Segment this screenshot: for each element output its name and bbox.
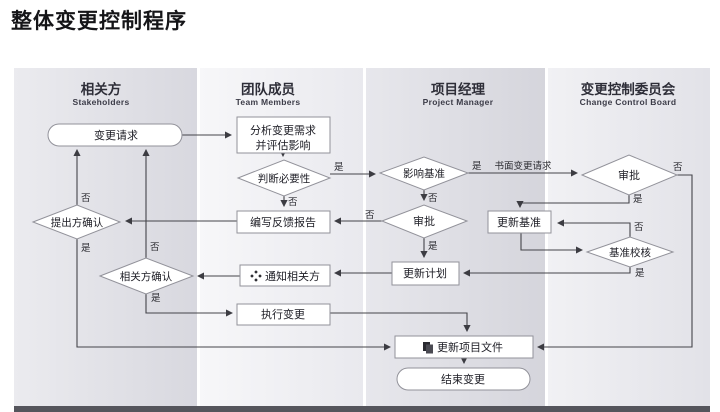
connector-update-baseline-to-check xyxy=(520,233,584,254)
process-notify-stakeholders xyxy=(239,264,331,287)
connector-execute-to-update-docs xyxy=(330,312,471,333)
edge-label-yes: 是 xyxy=(472,161,482,172)
connector-ccb-yes-to-update-baseline xyxy=(516,195,630,209)
connector-ccb-no-to-update-docs xyxy=(536,174,693,351)
process-execute-change xyxy=(236,303,331,326)
node-label: 审批 xyxy=(618,168,640,182)
lane-subtitle-project-manager: Project Manager xyxy=(423,97,494,107)
edge-label-yes: 是 xyxy=(334,162,344,173)
decision-impact-baseline xyxy=(378,156,470,191)
decision-stakeholder-confirm xyxy=(98,257,195,295)
node-end-change: 结束变更 xyxy=(396,367,531,391)
connector-check-yes-to-update-plan xyxy=(462,267,631,277)
edge-label-no: 否 xyxy=(428,193,438,204)
connector-proposer-yes-to-update-docs xyxy=(76,239,392,351)
node-label: 执行变更 xyxy=(261,307,305,321)
node-execute-change: 执行变更 xyxy=(236,303,331,326)
decision-ccb-approve xyxy=(580,154,679,196)
edge-label-written-change-request: 书面变更请求 xyxy=(494,160,552,172)
lane-subtitle-team-members: Team Members xyxy=(236,97,301,107)
node-baseline-check: 基准校核 xyxy=(585,236,675,268)
connector-stakeholder-yes-to-execute xyxy=(145,294,234,317)
edge-label-yes: 是 xyxy=(428,241,438,252)
edge-label-no: 否 xyxy=(365,210,375,221)
page-title: 整体变更控制程序 xyxy=(11,10,187,33)
decision-judge-necessity xyxy=(236,159,332,197)
node-label: 结束变更 xyxy=(441,372,485,386)
node-impact-baseline: 影响基准 xyxy=(378,156,470,191)
diagram-bottom-bar xyxy=(14,406,710,412)
node-change-request: 变更请求 xyxy=(47,123,183,147)
lane-subtitle-stakeholders: Stakeholders xyxy=(73,97,130,107)
terminator-end-change xyxy=(396,367,531,391)
lane-subtitle-ccb: Change Control Board xyxy=(580,97,677,107)
process-write-report xyxy=(236,210,331,234)
edge-label-yes: 是 xyxy=(633,194,643,205)
decision-pm-approve xyxy=(380,204,469,239)
documents-icon xyxy=(423,342,433,354)
terminator-change-request xyxy=(47,123,183,147)
node-label: 并评估影响 xyxy=(256,138,311,152)
decision-proposer-confirm xyxy=(31,204,122,240)
node-judge-necessity: 判断必要性 xyxy=(236,159,332,197)
edge-label-no: 否 xyxy=(81,193,91,204)
lane-title-project-manager: 项目经理 xyxy=(431,81,485,97)
lane-title-stakeholders: 相关方 xyxy=(81,81,122,97)
node-label: 更新计划 xyxy=(403,266,447,280)
node-label: 判断必要性 xyxy=(258,172,311,185)
node-ccb-approve: 审批 xyxy=(580,154,679,196)
edge-labels: 是 否 是 书面变更请求 否 否 是 是 否 否 是 否 是 否 是 xyxy=(81,160,683,304)
lane-title-ccb: 变更控制委员会 xyxy=(581,81,676,97)
four-diamonds-icon xyxy=(250,270,262,282)
edge-label-no: 否 xyxy=(288,197,298,208)
edge-label-no: 否 xyxy=(150,242,160,253)
node-update-plan: 更新计划 xyxy=(391,261,460,286)
process-analyze xyxy=(236,116,331,154)
node-proposer-confirm: 提出方确认 xyxy=(31,204,122,240)
swimlanes xyxy=(14,68,710,412)
edge-label-yes: 是 xyxy=(81,243,91,254)
process-update-baseline xyxy=(487,210,552,234)
node-label: 提出方确认 xyxy=(51,216,104,229)
edge-label-no: 否 xyxy=(634,222,644,233)
node-analyze: 分析变更需求 并评估影响 xyxy=(236,116,331,154)
lane-stakeholders xyxy=(14,68,197,406)
edge-label-no: 否 xyxy=(673,162,683,173)
node-label: 变更请求 xyxy=(94,128,138,142)
connector-check-no-to-update-baseline xyxy=(556,219,631,237)
node-label: 审批 xyxy=(413,214,435,228)
node-update-baseline: 更新基准 xyxy=(487,210,552,234)
node-label: 更新项目文件 xyxy=(437,340,503,354)
node-label: 分析变更需求 xyxy=(250,123,316,137)
edge-label-yes: 是 xyxy=(151,293,161,304)
node-label: 相关方确认 xyxy=(120,270,173,283)
node-label: 基准校核 xyxy=(609,246,651,259)
edge-label-yes: 是 xyxy=(635,268,645,279)
node-label: 通知相关方 xyxy=(265,269,320,283)
node-stakeholder-confirm: 相关方确认 xyxy=(98,257,195,295)
node-pm-approve: 审批 xyxy=(380,204,469,239)
node-label: 更新基准 xyxy=(497,215,541,229)
lane-headers: 相关方 Stakeholders 团队成员 Team Members 项目经理 … xyxy=(73,81,677,107)
node-label: 编写反馈报告 xyxy=(250,215,316,229)
process-update-plan xyxy=(391,261,460,286)
connectors xyxy=(73,131,693,365)
lane-title-team-members: 团队成员 xyxy=(241,81,295,97)
node-update-docs: 更新项目文件 xyxy=(394,335,534,359)
decision-baseline-check xyxy=(585,236,675,268)
node-write-report: 编写反馈报告 xyxy=(236,210,331,234)
nodes: 变更请求 分析变更需求 并评估影响 判断必要性 编写反馈报告 提出方确认 相关方… xyxy=(31,116,679,391)
node-label: 影响基准 xyxy=(403,167,445,180)
node-notify-stakeholders: 通知相关方 xyxy=(239,264,331,287)
